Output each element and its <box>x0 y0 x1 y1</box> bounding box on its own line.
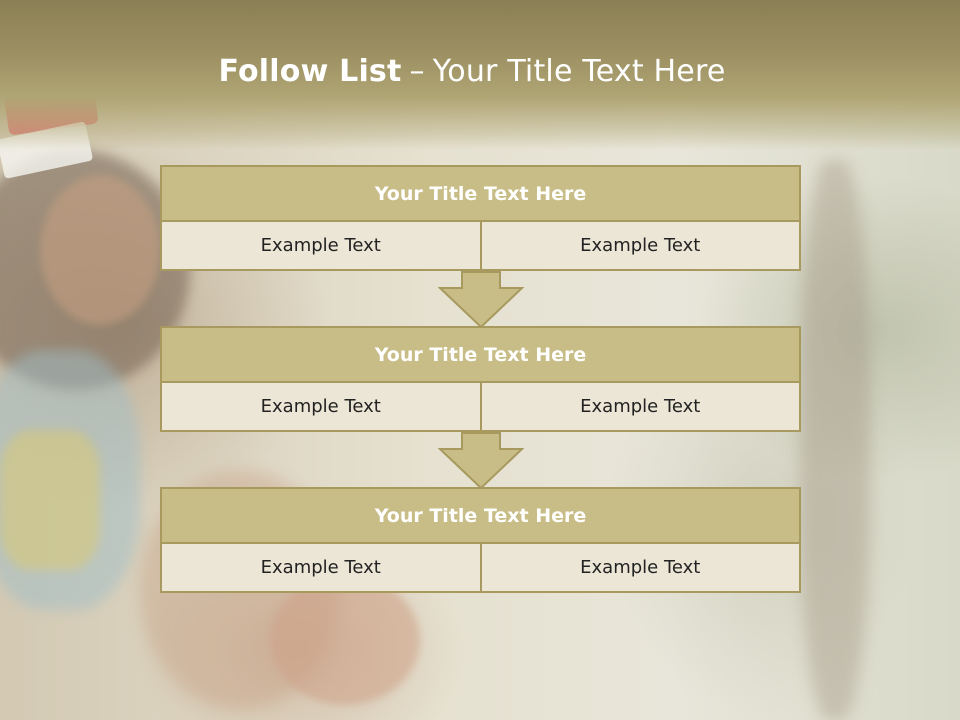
slide-title[interactable]: Follow List–Your Title Text Here <box>0 54 944 89</box>
slide-title-separator: – <box>409 54 425 89</box>
step-3-right-text[interactable]: Example Text <box>479 544 801 593</box>
step-row-3: Example Text Example Text <box>160 544 801 593</box>
photo-face <box>40 175 160 325</box>
step-3-left-text[interactable]: Example Text <box>160 544 482 593</box>
step-box-2[interactable]: Your Title Text Here Example Text Exampl… <box>160 326 801 432</box>
title-band <box>0 0 960 150</box>
step-2-right-text[interactable]: Example Text <box>479 383 801 432</box>
photo-hand <box>270 575 420 705</box>
photo-tree <box>800 160 870 720</box>
photo-top <box>0 430 100 570</box>
step-title-2[interactable]: Your Title Text Here <box>160 326 801 383</box>
step-box-3[interactable]: Your Title Text Here Example Text Exampl… <box>160 487 801 593</box>
step-title-1[interactable]: Your Title Text Here <box>160 165 801 222</box>
step-row-1: Example Text Example Text <box>160 222 801 271</box>
step-row-2: Example Text Example Text <box>160 383 801 432</box>
slide-title-bold: Follow List <box>218 54 402 89</box>
step-1-left-text[interactable]: Example Text <box>160 222 482 271</box>
slide-title-rest: Your Title Text Here <box>432 54 726 89</box>
down-arrow-icon <box>438 271 524 329</box>
step-1-right-text[interactable]: Example Text <box>479 222 801 271</box>
step-box-1[interactable]: Your Title Text Here Example Text Exampl… <box>160 165 801 271</box>
step-2-left-text[interactable]: Example Text <box>160 383 482 432</box>
step-title-3[interactable]: Your Title Text Here <box>160 487 801 544</box>
down-arrow-icon <box>438 432 524 490</box>
